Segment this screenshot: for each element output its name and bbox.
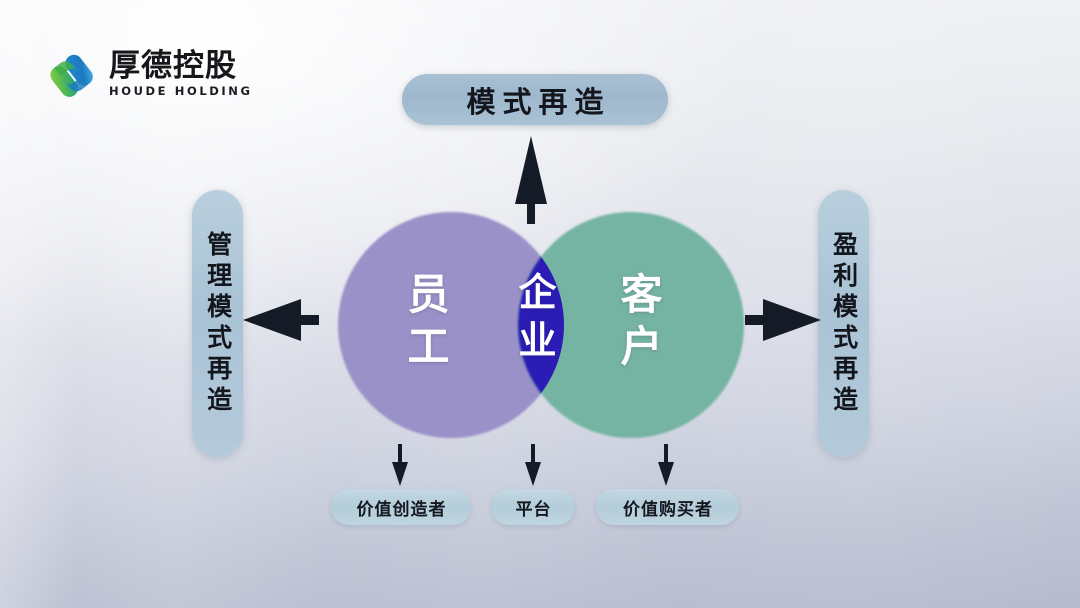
arrow-down-to-creator (391, 444, 409, 486)
brand-text: 厚德控股 HOUDE HOLDING (109, 47, 253, 98)
arrow-left-to-management-label (243, 297, 319, 343)
arrow-down-to-buyer (657, 444, 675, 486)
venn-diagram (338, 212, 744, 438)
arrow-down-to-platform (524, 444, 542, 486)
arrow-right-to-profit-label (745, 297, 821, 343)
label-management-model-rebuild: 管理模式再造 (192, 190, 243, 457)
label-left-text: 管理模式再造 (203, 230, 233, 417)
pill-value-buyer: 价值购买者 (596, 489, 739, 525)
houde-s-mark-icon (50, 54, 93, 97)
venn-circle-customer (518, 212, 744, 438)
label-profit-model-rebuild: 盈利模式再造 (818, 190, 869, 457)
brand-name-en: HOUDE HOLDING (109, 83, 253, 98)
brand-logo: 厚德控股 HOUDE HOLDING (48, 48, 253, 100)
pill-platform: 平台 (491, 489, 575, 525)
banner-model-rebuild: 模式再造 (402, 74, 668, 125)
pill-value-creator: 价值创造者 (331, 489, 471, 525)
arrow-up-to-banner (507, 136, 555, 224)
label-right-text: 盈利模式再造 (829, 230, 859, 417)
brand-name-cn: 厚德控股 (109, 47, 237, 84)
venn-circle-employee (338, 212, 564, 438)
